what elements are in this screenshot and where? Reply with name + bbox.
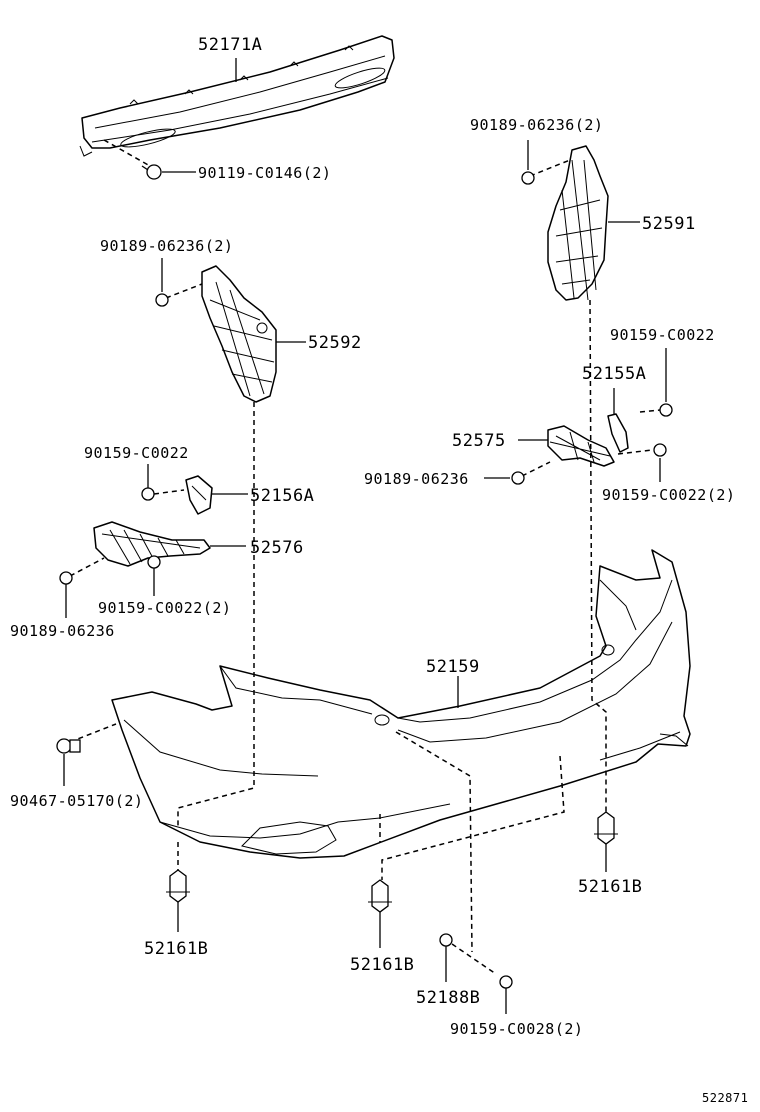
label-90189-06236-bottom: 90189-06236: [10, 622, 115, 640]
retainer-52155A: [607, 413, 629, 453]
screw-90467-icon: [56, 738, 81, 754]
nut-90189-d-icon: [59, 571, 73, 585]
label-90159-C0022-right: 90159-C0022: [610, 326, 715, 344]
label-90159-C0028: 90159-C0028(2): [450, 1020, 583, 1038]
clip-52161B-b-icon: [368, 879, 392, 913]
clip-52188B-icon: [439, 933, 453, 947]
label-52161B-right: 52161B: [578, 877, 642, 897]
nut-90189-b-icon: [155, 293, 169, 307]
screw-90159-c-icon: [141, 487, 155, 501]
label-52576: 52576: [250, 538, 304, 558]
label-52171A: 52171A: [198, 35, 262, 55]
label-52156A: 52156A: [250, 486, 314, 506]
screw-90159-e-icon: [499, 975, 513, 989]
label-90159-C0022-2-right: 90159-C0022(2): [602, 486, 735, 504]
label-90159-C0022-2-left: 90159-C0022(2): [98, 599, 231, 617]
clip-52161B-a-icon: [166, 869, 190, 903]
retainer-52156A: [185, 475, 213, 515]
label-52188B: 52188B: [416, 988, 480, 1008]
label-52575: 52575: [452, 431, 506, 451]
label-90189-06236-mid: 90189-06236: [364, 470, 469, 488]
label-90189-06236-right: 90189-06236(2): [470, 116, 603, 134]
retainer-52591: [547, 145, 609, 301]
screw-90119-icon: [141, 164, 162, 180]
screw-90159-b-icon: [653, 443, 667, 457]
label-90467-05170: 90467-05170(2): [10, 792, 143, 810]
label-52161B-left: 52161B: [144, 939, 208, 959]
retainer-52575: [547, 425, 615, 467]
label-90159-C0022-left: 90159-C0022: [84, 444, 189, 462]
bumper-reinforcement: [79, 35, 395, 157]
nut-90189-c-icon: [511, 471, 525, 485]
clip-52161B-c-icon: [594, 811, 618, 845]
label-52592: 52592: [308, 333, 362, 353]
label-52155A: 52155A: [582, 364, 646, 384]
label-90119-C0146: 90119-C0146(2): [198, 164, 331, 182]
nut-90189-a-icon: [521, 171, 535, 185]
retainer-52576: [93, 521, 211, 567]
label-52159: 52159: [426, 657, 480, 677]
screw-90159-a-icon: [659, 403, 673, 417]
label-90189-06236-left: 90189-06236(2): [100, 237, 233, 255]
label-52161B-middle: 52161B: [350, 955, 414, 975]
diagram-reference-number: 522871: [702, 1091, 748, 1105]
label-52591: 52591: [642, 214, 696, 234]
screw-90159-d-icon: [147, 555, 161, 569]
retainer-52592: [201, 265, 277, 403]
bumper-cover: [111, 549, 691, 859]
